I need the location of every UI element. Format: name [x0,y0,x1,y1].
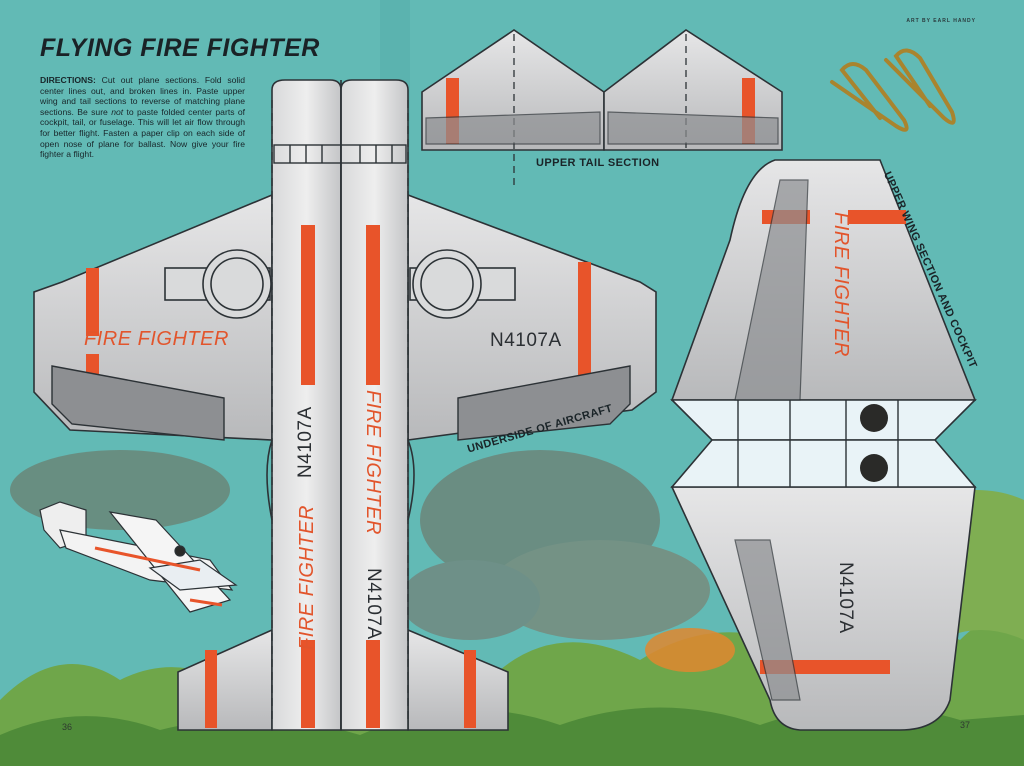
directions-not: not [111,106,124,117]
underside-cutout [33,79,657,731]
fire-fighter-fuselage-left: FIRE FIGHTER [296,505,318,650]
wing-shading [734,179,809,701]
smoke-cloud [10,450,710,640]
page-number-left: 36 [62,722,73,732]
directions-body-2: to paste folded center parts of cockpit,… [40,106,246,160]
upper-tail-label: UPPER TAIL SECTION [536,157,660,169]
fire-fighter-left-wing: FIRE FIGHTER [84,328,229,350]
paper-clip-icon [830,48,956,132]
registration-fuselage-right: N4107A [363,568,384,640]
vent-lines [273,144,407,164]
model-plane-illustration [39,501,238,613]
canopy-frames [737,400,899,487]
fire-fighter-upper-wing: FIRE FIGHTER [830,212,852,357]
registration-fuselage-left: N4107A [295,406,316,478]
registration-right-wing: N4107A [490,330,562,351]
orange-stripes [86,225,591,728]
directions-text: DIRECTIONS: Cut out plane sections. Fold… [40,75,245,160]
pilot-figures [860,404,888,482]
page-number-right: 37 [960,720,971,730]
directions-body-1: Cut out plane sections. Fold solid cente… [40,75,245,117]
flap-panels [51,365,631,441]
engine-roundels [164,249,516,319]
page-title: FLYING FIRE FIGHTER [40,34,320,62]
fire-fighter-fuselage-right: FIRE FIGHTER [362,390,384,535]
registration-upper-wing: N4107A [835,562,856,634]
directions-heading: DIRECTIONS: [40,75,96,85]
art-credit: ART BY EARL HANDY [906,18,976,24]
